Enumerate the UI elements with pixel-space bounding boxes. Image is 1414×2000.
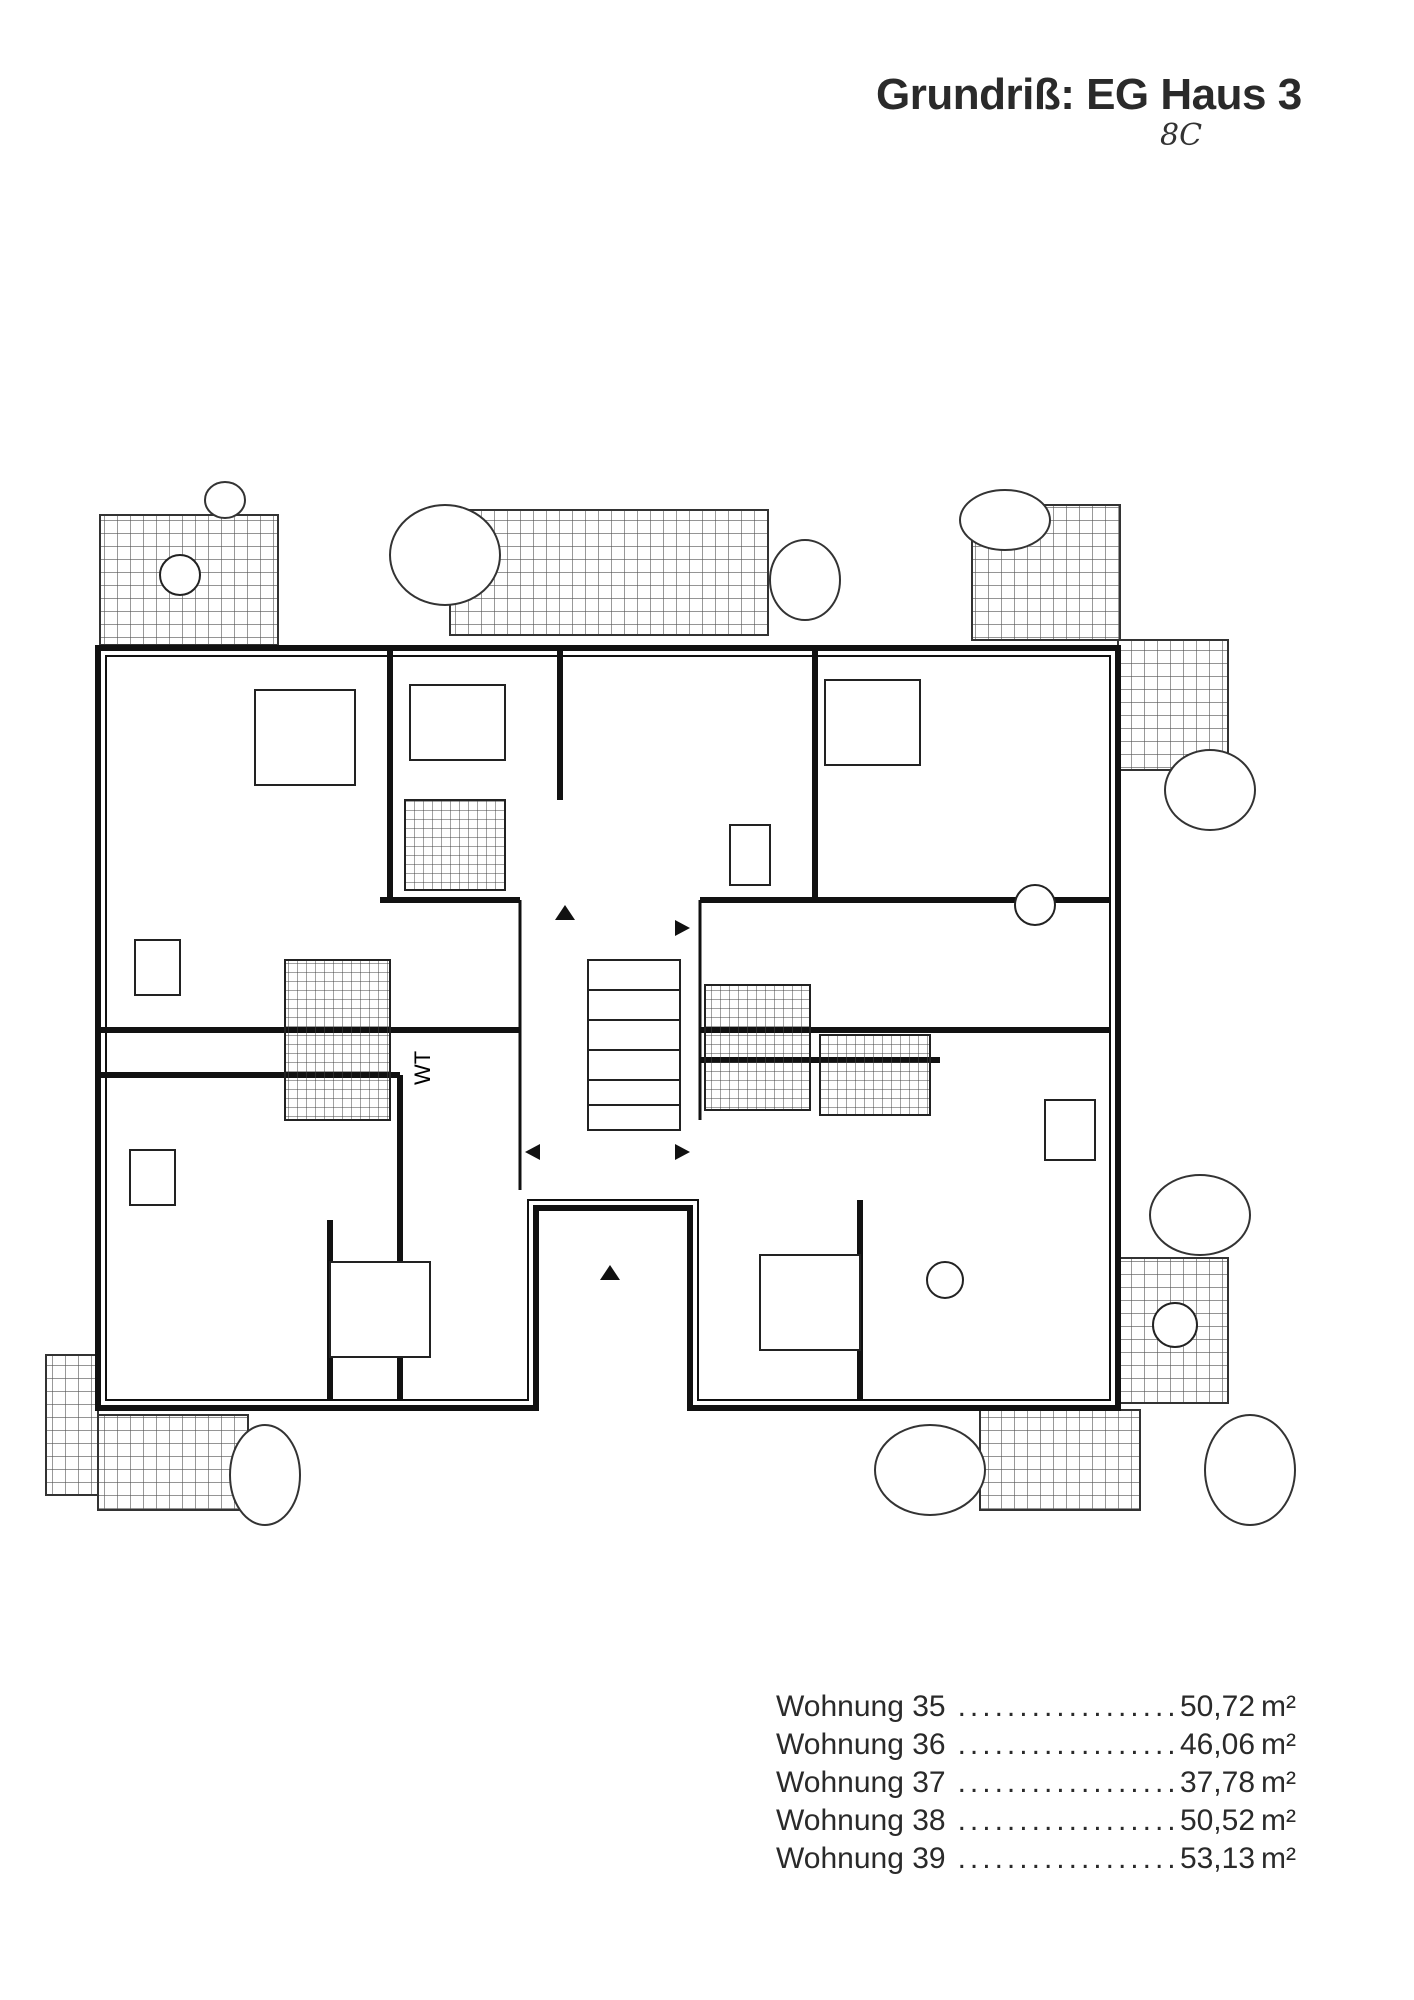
tables xyxy=(129,554,1198,1348)
area-unit: m² xyxy=(1261,1766,1296,1799)
apartment-area: 50,52 xyxy=(1179,1804,1256,1837)
apartment-name: Wohnung 39 xyxy=(776,1842,946,1875)
area-unit: m² xyxy=(1261,1804,1296,1837)
handwritten-note: 8C xyxy=(1160,118,1203,153)
area-unit: m² xyxy=(1261,1690,1296,1723)
leader-dots xyxy=(958,1690,1178,1724)
apartment-area: 46,06 xyxy=(1179,1728,1256,1761)
leader-dots xyxy=(958,1804,1178,1838)
walls xyxy=(95,645,1121,1411)
apartment-area: 37,78 xyxy=(1179,1766,1256,1799)
terraces xyxy=(45,504,1229,1511)
apartment-name: Wohnung 36 xyxy=(776,1728,946,1761)
apartment-name: Wohnung 37 xyxy=(776,1766,946,1799)
leader-dots xyxy=(958,1766,1178,1800)
shrubs xyxy=(204,481,1296,1526)
entrance-arrows xyxy=(525,905,690,1280)
staircase xyxy=(587,959,681,1131)
apartment-name: Wohnung 35 xyxy=(776,1690,946,1723)
area-unit: m² xyxy=(1261,1842,1296,1875)
page-title: Grundriß: EG Haus 3 xyxy=(876,70,1302,119)
apartment-name: Wohnung 38 xyxy=(776,1804,946,1837)
beds xyxy=(254,679,921,1358)
leader-dots xyxy=(958,1842,1178,1876)
bathrooms xyxy=(284,799,931,1121)
utility-room-label: WT xyxy=(410,1051,435,1085)
leader-dots xyxy=(958,1728,1178,1762)
apartment-area: 50,72 xyxy=(1179,1690,1256,1723)
area-unit: m² xyxy=(1261,1728,1296,1761)
apartment-area: 53,13 xyxy=(1179,1842,1256,1875)
